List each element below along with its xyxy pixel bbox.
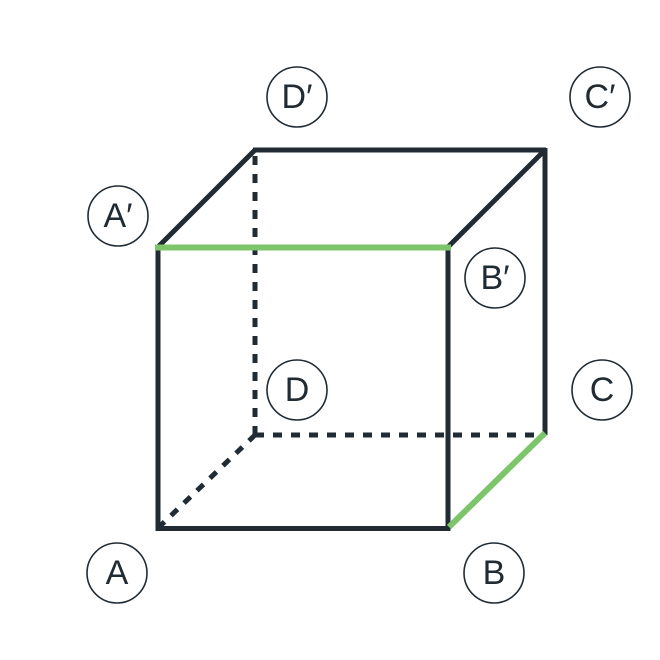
- vertex-label-d-prime-text: D′: [282, 78, 313, 116]
- edge-AD-hidden: [156, 433, 257, 530]
- vertex-label-d: D: [266, 359, 328, 421]
- vertex-label-b: B: [463, 542, 525, 604]
- vertex-label-c-prime-text: C′: [585, 78, 616, 116]
- edge-BC-highlight: [446, 430, 548, 530]
- vertex-label-c-text: C: [590, 371, 615, 409]
- vertex-label-a-text: A: [106, 554, 129, 592]
- vertex-label-c: C: [571, 359, 633, 421]
- vertex-label-c-prime: C′: [569, 66, 631, 128]
- vertex-label-b-prime: B′: [464, 247, 526, 309]
- vertex-label-a-prime: A′: [87, 185, 149, 247]
- vertex-label-a-prime-text: A′: [103, 197, 132, 235]
- vertex-label-d-prime: D′: [266, 66, 328, 128]
- edge-B-prime-C-prime: [446, 148, 547, 249]
- vertex-label-a: A: [86, 542, 148, 604]
- vertex-label-b-text: B: [483, 554, 506, 592]
- edge-A-prime-D-prime: [156, 148, 257, 249]
- vertex-label-b-prime-text: B′: [480, 259, 509, 297]
- vertex-label-d-text: D: [285, 371, 310, 409]
